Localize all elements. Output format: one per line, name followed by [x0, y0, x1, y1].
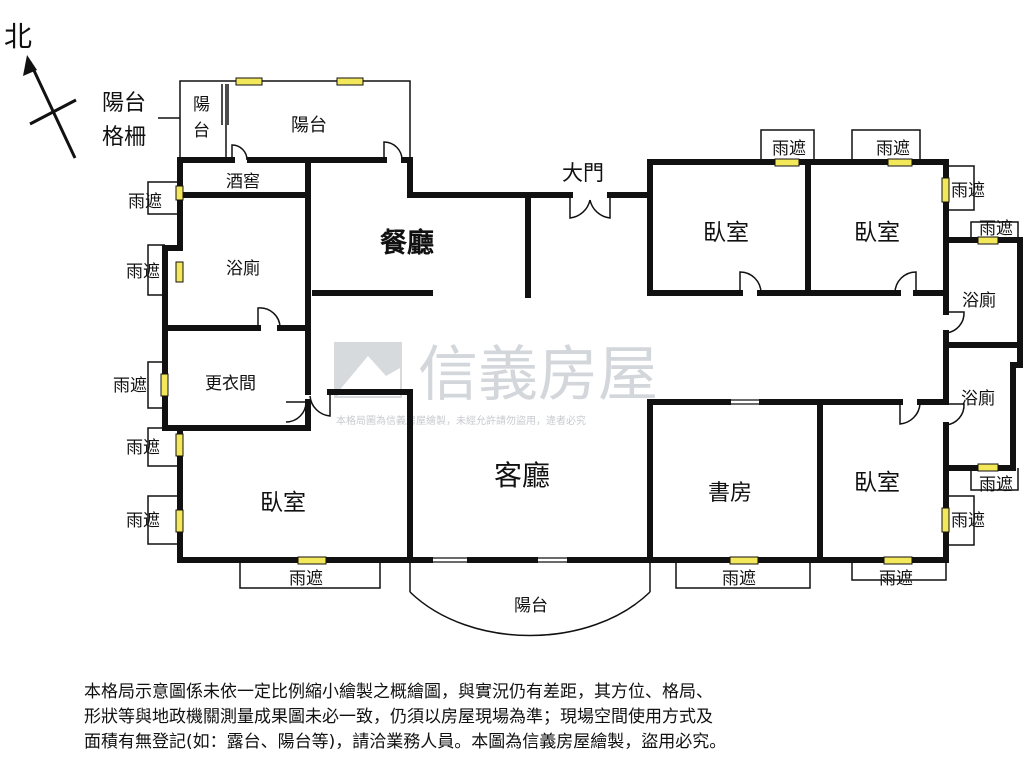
- label-bedroom-ne1: 臥室: [703, 220, 749, 246]
- door-swings: [231, 141, 965, 426]
- canopy-label: 雨遮: [128, 192, 162, 212]
- sliding-doors: [432, 399, 762, 563]
- watermark-notice: 本格局圖為信義房屋繪製，未經允許請勿盜用，違者必究: [336, 414, 586, 427]
- legend-balcony-grille-line1: 陽台: [102, 91, 146, 116]
- canopy-label: 雨遮: [126, 438, 160, 458]
- label-wine-cellar: 酒窖: [226, 172, 260, 192]
- label-balcony-small-2: 台: [193, 121, 210, 141]
- disclaimer-line: 面積有無登記(如：露台、陽台等)，請洽業務人員。本圖為信義房屋繪製，盜用必究。: [84, 732, 727, 752]
- label-bedroom-ne2: 臥室: [854, 220, 900, 246]
- label-bath-west: 浴廁: [226, 258, 260, 279]
- label-bedroom-se: 臥室: [854, 470, 900, 496]
- canopy-label: 雨遮: [126, 262, 160, 282]
- watermark: 信義房屋 本格局圖為信義房屋繪製，未經允許請勿盜用，違者必究: [334, 340, 658, 427]
- canopy-label: 雨遮: [126, 511, 160, 531]
- canopy-label: 雨遮: [979, 219, 1013, 239]
- label-balcony-small-1: 陽: [193, 95, 210, 115]
- canopy-label: 雨遮: [951, 511, 985, 531]
- watermark-brand: 信義房屋: [418, 340, 658, 410]
- canopy-label: 雨遮: [876, 139, 910, 159]
- canopy-label: 雨遮: [979, 475, 1013, 495]
- label-bedroom-sw: 臥室: [260, 490, 306, 516]
- label-dining: 餐廳: [380, 227, 434, 259]
- canopy-label: 雨遮: [772, 139, 806, 159]
- label-balcony-south: 陽台: [514, 596, 548, 616]
- disclaimer-line: 本格局示意圖係未依一定比例縮小繪製之概繪圖，與實況仍有差距，其方位、格局、: [84, 682, 713, 702]
- label-study: 書房: [708, 481, 752, 506]
- north-label: 北: [4, 20, 32, 53]
- disclaimer: 本格局示意圖係未依一定比例縮小繪製之概繪圖，與實況仍有差距，其方位、格局、 形狀…: [84, 680, 964, 755]
- canopy-label: 雨遮: [722, 569, 756, 589]
- label-main-door: 大門: [562, 161, 604, 185]
- label-bath-east1: 浴廁: [962, 290, 996, 311]
- thin-outlines: [147, 80, 1019, 637]
- legend-balcony-grille-line2: 格柵: [102, 125, 146, 150]
- canopy-label: 雨遮: [951, 181, 985, 201]
- canopy-label: 雨遮: [113, 376, 147, 396]
- north-arrow-icon: [23, 55, 77, 159]
- disclaimer-line: 形狀等與地政機關測量成果圖未必一致，仍須以房屋現場為準；現場空間使用方式及: [84, 707, 713, 727]
- label-balcony-north: 陽台: [291, 115, 327, 136]
- canopy-label: 雨遮: [289, 569, 323, 589]
- label-bath-east2: 浴廁: [961, 388, 995, 409]
- windows: [160, 77, 999, 565]
- label-living: 客廳: [494, 459, 550, 492]
- canopy-label: 雨遮: [879, 569, 913, 589]
- label-dressing-room: 更衣間: [205, 374, 256, 394]
